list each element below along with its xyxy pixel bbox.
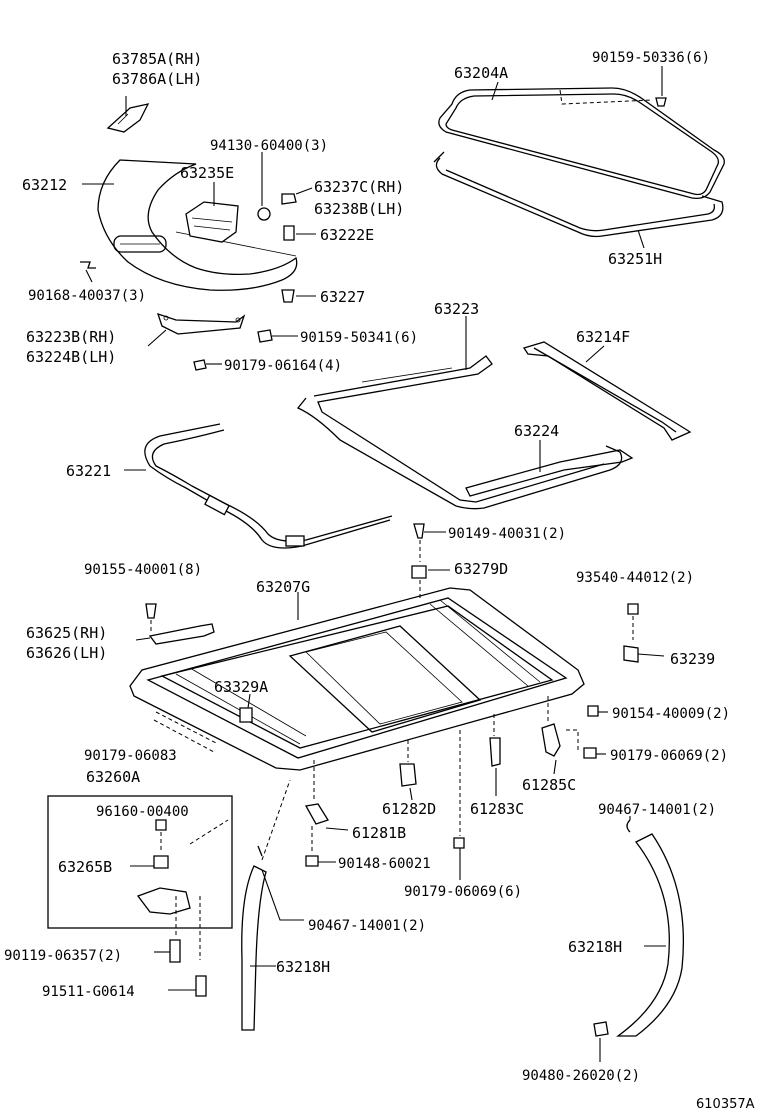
part-63227-drawing	[281, 289, 295, 303]
label-63785a: 63785A(RH)	[112, 50, 202, 68]
label-63222e: 63222E	[320, 226, 374, 244]
glass-63204a-drawing	[438, 87, 725, 200]
label-61285c: 61285C	[522, 776, 576, 794]
label-90480: 90480-26020(2)	[522, 1068, 640, 1084]
label-90168: 90168-40037(3)	[28, 288, 146, 304]
label-90179-06083: 90179-06083	[84, 748, 177, 764]
part-61285c-drawing	[541, 723, 561, 757]
bolt-91511-drawing	[195, 975, 207, 997]
label-93540: 93540-44012(2)	[576, 570, 694, 586]
label-90154: 90154-40009(2)	[612, 706, 730, 722]
bolt-90149-drawing	[413, 523, 425, 539]
bolt-90119-drawing	[169, 939, 181, 963]
part-61283c-drawing	[489, 737, 501, 767]
part-63279d-drawing	[411, 565, 427, 579]
label-90159-50341: 90159-50341(6)	[300, 330, 418, 346]
frame-ring-63223-drawing	[296, 355, 623, 510]
label-63238b: 63238B(LH)	[314, 200, 404, 218]
part-63329a-drawing	[239, 707, 253, 723]
bracket-63625-drawing	[148, 623, 215, 645]
part-61281b-drawing	[304, 803, 329, 825]
housing-63207g-drawing	[129, 587, 585, 771]
motor-63265b-drawing	[136, 819, 229, 960]
label-63260a: 63260A	[86, 768, 140, 786]
label-63218h-left: 63218H	[276, 958, 330, 976]
guide-90179-06083	[153, 711, 219, 753]
bolt-90155-drawing	[145, 603, 157, 619]
nut-90179-06069-b-drawing	[453, 837, 465, 849]
label-90179-06069-a: 90179-06069(2)	[610, 748, 728, 764]
label-90467-b: 90467-14001(2)	[308, 918, 426, 934]
label-63239: 63239	[670, 650, 715, 668]
weatherstrip-63251h-drawing	[433, 151, 724, 238]
deflector-63214f-drawing	[522, 341, 692, 441]
screw-90168-drawing	[80, 261, 96, 269]
nut-90179-06069-a-drawing	[583, 747, 597, 759]
bolt-90159-50336-drawing	[655, 97, 667, 107]
label-63329a: 63329A	[214, 678, 268, 696]
part-61282d-drawing	[399, 763, 417, 787]
leader-lines	[82, 66, 666, 1062]
rail-63224-drawing	[465, 449, 634, 497]
label-63279d: 63279D	[454, 560, 508, 578]
bolt-93540-drawing	[627, 603, 639, 615]
bracket-63223b-drawing	[156, 312, 246, 335]
label-63235e: 63235E	[180, 164, 234, 182]
label-63224b: 63224B(LH)	[26, 348, 116, 366]
bolt-90179-06164-drawing	[193, 359, 207, 371]
label-63221: 63221	[66, 462, 111, 480]
nut-94130-drawing	[257, 207, 271, 221]
label-63207g: 63207G	[256, 578, 310, 596]
cable-63221-drawing	[144, 423, 393, 549]
bracket-63785a-drawing	[106, 103, 150, 133]
bolt-90154-drawing	[587, 705, 599, 717]
label-63625: 63625(RH)	[26, 624, 107, 642]
motor-assembly-63260a-box	[47, 795, 233, 929]
drain-hose-left-63218h-drawing	[241, 779, 291, 1031]
label-63212: 63212	[22, 176, 67, 194]
label-63218h-right: 63218H	[568, 938, 622, 956]
label-63223: 63223	[434, 300, 479, 318]
label-63224: 63224	[514, 422, 559, 440]
label-61281b: 61281B	[352, 824, 406, 842]
label-90179-06164: 90179-06164(4)	[224, 358, 342, 374]
screw-90159-50341-drawing	[257, 329, 273, 343]
label-90149: 90149-40031(2)	[448, 526, 566, 542]
label-90159-50336: 90159-50336(6)	[592, 50, 710, 66]
label-63204a: 63204A	[454, 64, 508, 82]
bracket-63239-drawing	[623, 645, 639, 663]
label-96160: 96160-00400	[96, 804, 189, 820]
diagram-reference-number: 610357A	[696, 1097, 755, 1112]
label-91511: 91511-G0614	[42, 984, 135, 1000]
label-63223b: 63223B(RH)	[26, 328, 116, 346]
drain-hose-right-63218h-drawing	[593, 819, 685, 1037]
part-63222e-drawing	[283, 225, 295, 241]
label-63237c: 63237C(RH)	[314, 178, 404, 196]
label-63214f: 63214F	[576, 328, 630, 346]
bolt-90148-drawing	[305, 855, 319, 867]
label-63626: 63626(LH)	[26, 644, 107, 662]
clip-63237c-drawing	[281, 193, 297, 205]
label-94130: 94130-60400(3)	[210, 138, 328, 154]
label-61282d: 61282D	[382, 800, 436, 818]
label-90148: 90148-60021	[338, 856, 431, 872]
label-61283c: 61283C	[470, 800, 524, 818]
label-90467-a: 90467-14001(2)	[598, 802, 716, 818]
label-90155: 90155-40001(8)	[84, 562, 202, 578]
label-90179-06069-b: 90179-06069(6)	[404, 884, 522, 900]
part-63235e-drawing	[185, 201, 239, 243]
label-90119: 90119-06357(2)	[4, 948, 122, 964]
label-63786a: 63786A(LH)	[112, 70, 202, 88]
label-63251h: 63251H	[608, 250, 662, 268]
label-63227: 63227	[320, 288, 365, 306]
label-63265b: 63265B	[58, 858, 112, 876]
